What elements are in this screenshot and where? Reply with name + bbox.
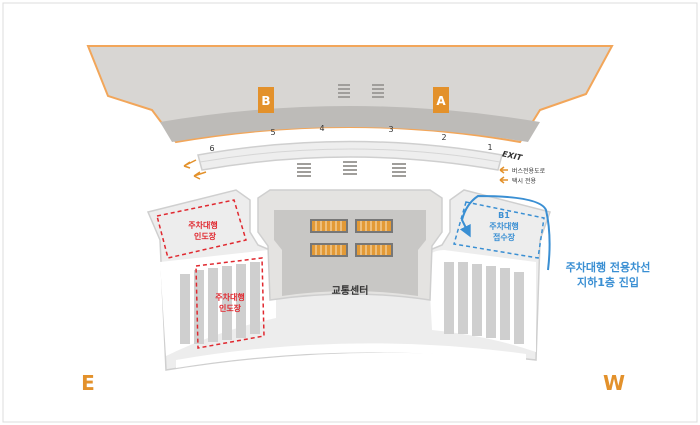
escalator-icon [338,84,384,98]
compass-west-label: W [603,371,625,395]
reception-level: B1 [498,211,510,220]
exit-label: EXIT [501,149,523,162]
valet-pickup-lower-line1: 주차대행 [215,292,244,302]
terminal-inner-band [160,106,540,142]
gate-a-label: A [436,94,446,108]
door-number-5: 5 [270,128,275,137]
door-number-6: 6 [209,144,214,153]
callout-line2: 지하1층 진입 [577,275,639,289]
reception-line2: 접수장 [493,232,516,242]
left-parking-rows [180,262,260,344]
gate-b-label: B [261,94,270,108]
valet-pickup-zone-upper[interactable]: 주차대행 인도장 [156,199,247,259]
valet-pickup-zone-lower[interactable]: 주차대행 인도장 [195,257,265,349]
bus-lane-label: 버스전용도로 [512,167,546,175]
gate-a-badge: A [433,87,449,113]
right-parking-rows [444,262,524,344]
gate-b-badge: B [258,87,274,113]
transport-center-label: 교통센터 [332,284,369,297]
reception-line1: 주차대행 [489,221,518,231]
taxi-lane-label: 택시 전용 [512,177,536,185]
valet-pickup-upper-line1: 주차대행 [188,220,217,230]
valet-pickup-lower-line2: 인도장 [219,303,242,313]
door-number-3: 3 [388,125,393,134]
departure-curb: 6 5 4 3 2 1 EXIT [197,124,523,171]
callout-line1: 주차대행 전용차선 [566,260,651,274]
terminal-building: B A [86,45,614,144]
left-exit-arrows [183,159,207,180]
bus-bay-group [310,219,393,257]
valet-pickup-upper-line2: 인도장 [194,231,217,241]
transport-center: 교통센터 [257,189,443,301]
door-number-1: 1 [487,143,492,152]
valet-reception-zone[interactable]: B1 주차대행 접수장 [453,201,545,259]
crosswalk-icon [297,161,406,177]
door-number-4: 4 [319,124,324,133]
compass-east-label: E [81,371,95,395]
right-lane-arrows [499,166,508,184]
valet-lane-route [459,194,551,271]
door-number-2: 2 [441,133,446,142]
